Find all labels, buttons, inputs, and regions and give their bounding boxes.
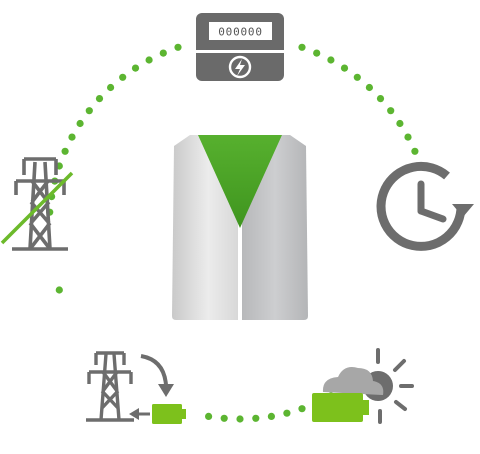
ring-dot [85,107,93,115]
clock-refresh-icon [376,161,474,251]
ring-dot [327,56,335,64]
ring-dot [353,73,361,81]
power-pylon-icon [86,351,134,422]
ring-dot [376,95,385,103]
ring-dot [298,405,306,413]
power-pylon-crossed-icon [0,157,74,251]
ring-dot [340,64,349,72]
ring-dot [236,415,244,423]
arrow-battery-to-pylon [129,408,150,420]
ring-dot [411,147,419,155]
ring-dot [68,133,76,141]
ring-dot [252,414,260,422]
ring-dot [387,107,395,115]
ring-dot [131,64,140,72]
ring-dot [396,119,404,128]
ring-dot [205,412,213,420]
ring-dot [283,409,291,417]
cabinet-green-triangle [198,135,282,228]
ring-dot [267,412,275,420]
cloud-sun-icon [322,348,414,424]
meter-display [209,22,272,40]
ring-dot [145,56,153,64]
ring-dot [404,133,412,141]
arrow-pylon-to-battery [140,354,174,397]
ring-dot [55,286,63,294]
battery-icon [312,393,369,422]
ring-dot [107,83,115,92]
battery-icon [152,404,186,424]
ring-dot [313,49,321,57]
lightning-icon [235,59,245,76]
ring-dot [298,43,306,51]
ring-dot [61,147,69,155]
ring-dot [119,73,127,81]
ring-dot [365,83,373,92]
ring-dot [76,119,84,128]
ring-dot [95,95,104,103]
meter-digits: 000000 [218,26,263,39]
electricity-meter-icon: 000000 [196,13,284,81]
ring-dot [220,414,228,422]
battery-cabinet-icon [172,135,308,320]
ring-dot [159,49,167,57]
ring-dot [174,43,182,51]
